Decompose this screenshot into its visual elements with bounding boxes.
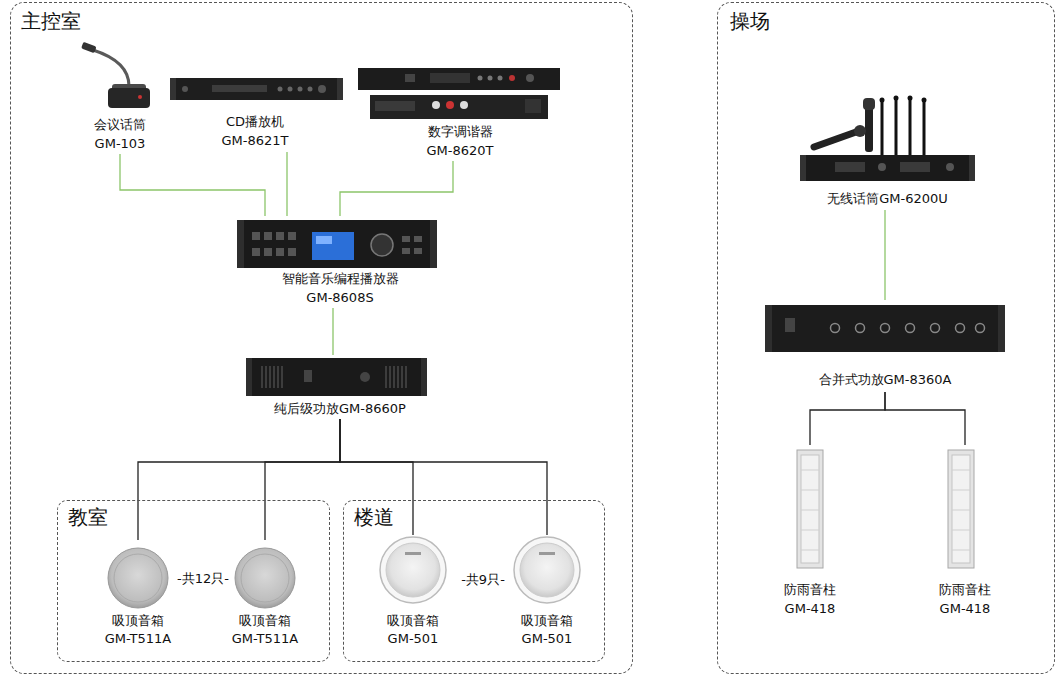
device-label: 吸顶音箱 (387, 613, 439, 629)
device-label: GM-8621T (221, 133, 288, 149)
equipment-item: 吸顶音箱 GM-T511A (225, 540, 305, 650)
signal-wire (340, 419, 413, 535)
device-label: GM-8620T (426, 143, 493, 159)
device-label: 吸顶音箱 (521, 613, 573, 629)
device-label: GM-418 (785, 601, 836, 617)
device-label: 无线话筒GM-6200U (827, 191, 948, 207)
device-label: 防雨音柱 (939, 582, 991, 598)
equipment-item: 吸顶音箱 GM-T511A (98, 540, 178, 650)
area-title: 主控室 (21, 9, 81, 33)
count-note: -共9只- (461, 572, 505, 588)
equipment-item: 会议话筒 GM-103 (80, 42, 160, 154)
classroom-ceiling-speakers (108, 548, 295, 608)
gooseneck-microphone (81, 42, 150, 108)
area-region: 操场无线话筒GM-6200U合并式功放GM-8360A防雨音柱GM-418防雨音… (717, 2, 1055, 674)
device-label: GM-418 (940, 601, 991, 617)
device-label: 吸顶音箱 (239, 613, 291, 629)
equipment-item: 防雨音柱 GM-418 (775, 445, 845, 619)
cd-player-unit (170, 78, 343, 100)
equipment-item: 数字调谐器 GM-8620T (355, 64, 565, 161)
power-amplifier-unit (246, 358, 427, 396)
equipment-item: 智能音乐编程播放器 GM-8608S (240, 216, 440, 308)
area-title: 教室 (68, 505, 108, 529)
column-speakers (797, 450, 974, 568)
mixing-amplifier-unit (765, 305, 1005, 352)
area-title: 楼道 (354, 505, 394, 529)
area-region: 楼道 -共9只- 吸顶音箱 GM-501 吸顶音箱 GM-501 (343, 500, 605, 662)
signal-wire (265, 419, 340, 540)
signal-wire (120, 154, 265, 216)
signal-wire (286, 152, 287, 216)
signal-wire (340, 419, 547, 535)
equipment-item: 吸顶音箱 GM-501 (373, 535, 453, 649)
device-label: 会议话筒 (94, 117, 146, 133)
device-label: 防雨音柱 (784, 582, 836, 598)
device-label: GM-103 (95, 136, 146, 152)
device-label: GM-T511A (232, 631, 298, 647)
device-label: CD播放机 (226, 114, 284, 130)
device-label: 数字调谐器 (428, 124, 493, 140)
signal-wire (884, 210, 885, 300)
count-note: -共12只- (177, 571, 229, 587)
device-label: 智能音乐编程播放器 (282, 271, 399, 287)
device-label: GM-501 (388, 631, 439, 647)
corridor-ceiling-speakers (380, 537, 580, 603)
tuner-unit (358, 68, 560, 119)
music-player-unit (237, 220, 437, 268)
equipment-item: 无线话筒GM-6200U (790, 95, 985, 210)
signal-wire (340, 161, 453, 216)
device-label: GM-8608S (306, 290, 373, 306)
equipment-item: 合并式功放GM-8360A (760, 300, 1010, 392)
device-label: 吸顶音箱 (112, 613, 164, 629)
area-region: 主控室会议话筒 GM-103 CD播放机 GM-8621T 数字调谐器 GM-8620T 智… (10, 2, 633, 674)
device-label: GM-T511A (105, 631, 171, 647)
area-title: 操场 (730, 9, 770, 33)
signal-wire (810, 392, 885, 445)
signal-wire (332, 308, 333, 355)
wireless-microphone-receiver (800, 96, 975, 182)
equipment-item: 纯后级功放GM-8660P (245, 355, 435, 419)
device-label: 纯后级功放GM-8660P (274, 401, 406, 417)
device-label: 合并式功放GM-8360A (819, 372, 952, 388)
signal-wire (885, 392, 965, 445)
signal-wire (138, 419, 340, 540)
equipment-item: 防雨音柱 GM-418 (930, 445, 1000, 619)
equipment-item: CD播放机 GM-8621T (165, 72, 345, 152)
equipment-item: 吸顶音箱 GM-501 (507, 535, 587, 649)
device-label: GM-501 (522, 631, 573, 647)
area-region: 教室 -共12只- 吸顶音箱 GM-T511A 吸顶音箱 GM-T511A (57, 500, 330, 662)
